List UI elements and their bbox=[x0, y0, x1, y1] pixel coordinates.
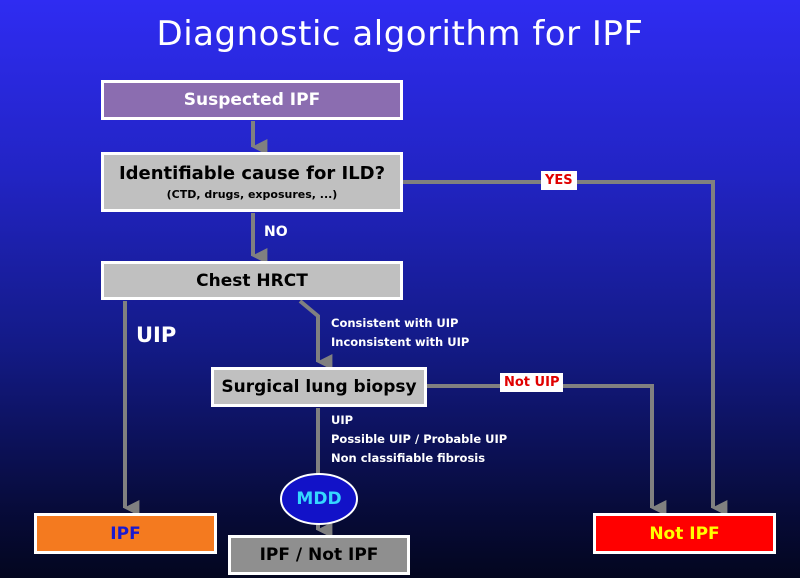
biopsy-possible-probable-uip-label: Possible UIP / Probable UIP bbox=[331, 432, 508, 446]
ipf-or-not-ipf-label: IPF / Not IPF bbox=[259, 545, 379, 565]
chest-hrct-label: Chest HRCT bbox=[196, 270, 308, 291]
not-ipf-result-box: Not IPF bbox=[593, 513, 776, 554]
yes-branch-label: YES bbox=[541, 171, 577, 190]
surgical-lung-biopsy-box: Surgical lung biopsy bbox=[211, 367, 427, 407]
chest-hrct-box: Chest HRCT bbox=[101, 261, 403, 300]
uip-branch-label: UIP bbox=[136, 323, 177, 347]
hrct-biopsy-criteria: Consistent with UIP Inconsistent with UI… bbox=[331, 314, 469, 352]
no-branch-label: NO bbox=[264, 224, 288, 240]
suspected-ipf-label: Suspected IPF bbox=[183, 90, 321, 110]
not-uip-branch-label: Not UIP bbox=[500, 373, 564, 392]
mdd-label: MDD bbox=[296, 489, 342, 509]
arrow-yes-to-not-ipf bbox=[403, 180, 728, 516]
biopsy-result-criteria: UIP Possible UIP / Probable UIP Non clas… bbox=[331, 411, 507, 468]
identifiable-cause-label: Identifiable cause for ILD? bbox=[118, 163, 386, 184]
identifiable-cause-examples: (CTD, drugs, exposures, ...) bbox=[166, 188, 338, 201]
biopsy-uip-label: UIP bbox=[331, 413, 354, 427]
consistent-with-uip-label: Consistent with UIP bbox=[331, 316, 459, 330]
identifiable-cause-box: Identifiable cause for ILD? (CTD, drugs,… bbox=[101, 152, 403, 212]
ipf-result-box: IPF bbox=[34, 513, 217, 554]
arrow-hrct-to-biopsy bbox=[298, 299, 333, 370]
ipf-or-not-ipf-box: IPF / Not IPF bbox=[228, 535, 410, 575]
mdd-node bbox=[280, 473, 358, 525]
inconsistent-with-uip-label: Inconsistent with UIP bbox=[331, 335, 470, 349]
biopsy-nonclassifiable-label: Non classifiable fibrosis bbox=[331, 451, 486, 465]
surgical-lung-biopsy-label: Surgical lung biopsy bbox=[221, 377, 417, 397]
not-ipf-result-label: Not IPF bbox=[649, 523, 720, 544]
ipf-result-label: IPF bbox=[110, 523, 141, 544]
suspected-ipf-box: Suspected IPF bbox=[101, 80, 403, 120]
page-title: Diagnostic algorithm for IPF bbox=[156, 14, 644, 54]
